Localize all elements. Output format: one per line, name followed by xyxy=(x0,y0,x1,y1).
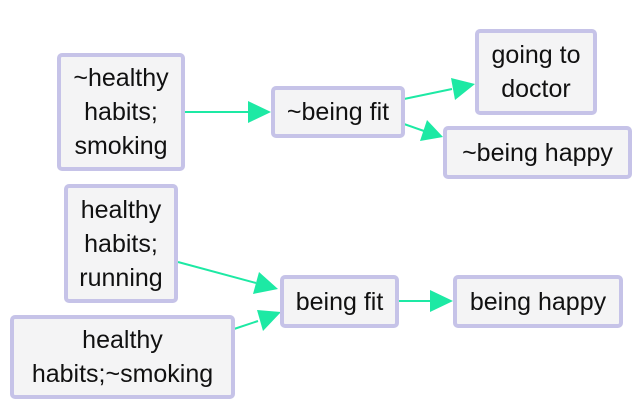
node-being-happy[interactable]: being happy xyxy=(453,275,623,328)
edge-n2-n4 xyxy=(403,123,425,132)
node-not-being-happy[interactable]: ~being happy xyxy=(443,126,632,179)
arrowhead-n1-n2 xyxy=(248,101,271,123)
node-not-being-fit[interactable]: ~being fit xyxy=(271,86,405,138)
arrowhead-n7-n8 xyxy=(430,290,453,312)
arrowhead-n2-n4 xyxy=(420,120,443,141)
edge-n2-n3 xyxy=(403,88,453,100)
arrowhead-n2-n3 xyxy=(451,78,475,100)
arrowhead-n6-n7 xyxy=(257,310,281,331)
node-healthy-habits-not-smoking[interactable]: healthy habits;~smoking xyxy=(10,315,235,399)
arrowhead-n5-n7 xyxy=(253,272,278,294)
node-not-healthy-habits-smoking[interactable]: ~healthy habits; smoking xyxy=(57,53,185,171)
node-healthy-habits-running[interactable]: healthy habits; running xyxy=(64,184,178,303)
node-being-fit[interactable]: being fit xyxy=(280,275,399,328)
node-going-to-doctor[interactable]: going to doctor xyxy=(475,29,597,115)
edge-n5-n7 xyxy=(177,261,257,284)
edge-n6-n7 xyxy=(233,320,259,330)
